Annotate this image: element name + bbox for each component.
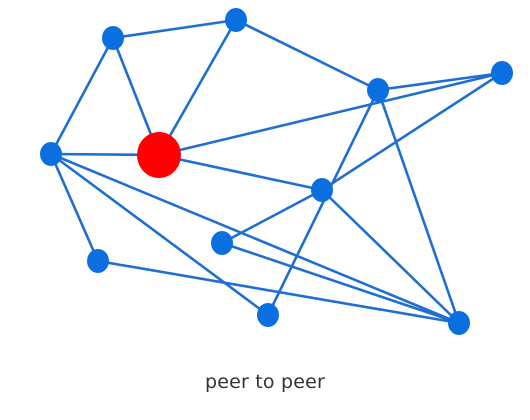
peer-node-J [448,311,470,335]
network-links [49,18,504,325]
link-E-I [49,152,270,317]
peer-node-I [257,303,279,327]
link-G-J [220,241,461,325]
peer-node-E [40,142,62,166]
link-B-R [157,18,238,157]
link-F-G [220,188,324,245]
link-E-J [49,152,461,325]
link-F-J [320,188,461,325]
network-nodes [40,8,513,335]
peer-node-G [211,231,233,255]
peer-node-B [225,8,247,32]
link-I-K [266,88,380,317]
peer-node-C [367,78,389,102]
link-K-J [376,88,461,325]
peer-node-H [87,249,109,273]
diagram-caption: peer to peer [204,371,326,393]
peer-node-D [491,61,513,85]
link-C-D [376,71,504,92]
link-E-H [49,152,100,263]
link-A-E [49,36,115,156]
link-D-R [157,71,504,157]
highlighted-peer-node [137,132,181,178]
peer-node-A [102,26,124,50]
link-R-F [157,153,324,192]
link-F-D [320,71,504,192]
link-A-B [111,18,238,40]
peer-node-F [311,178,333,202]
link-B-C [234,18,380,92]
